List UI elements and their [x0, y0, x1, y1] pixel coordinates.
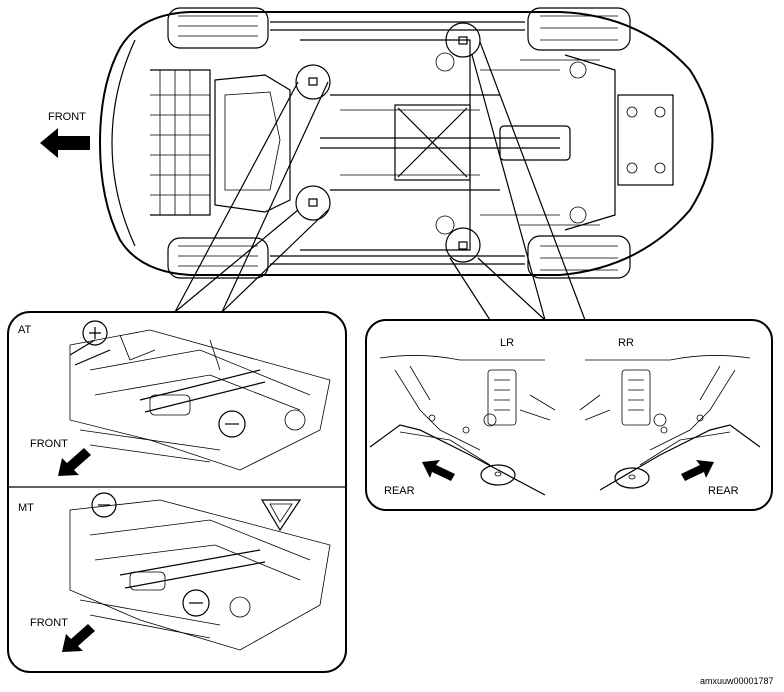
mt-front-label: FRONT [30, 617, 68, 629]
at-mt-panel: AT FRONT MT FRONT [7, 311, 347, 673]
left-arrow-icon [40, 128, 90, 158]
down-left-arrow-icon [62, 624, 95, 652]
lr-label: LR [500, 337, 514, 349]
up-right-arrow-icon [681, 460, 714, 481]
up-left-arrow-icon [422, 460, 455, 481]
vehicle-underbody [98, 7, 714, 279]
rr-label: RR [618, 337, 634, 349]
lr-rr-panel: LR REAR RR REAR [365, 319, 773, 511]
at-title: AT [18, 324, 32, 336]
leader-lines [174, 41, 586, 321]
mt-title: MT [18, 502, 34, 514]
lr-sketch: LR REAR [369, 337, 556, 497]
front-arrow-main: FRONT [40, 111, 90, 158]
rear-left-label: REAR [384, 485, 415, 497]
reference-code: amxuuw00001787 [700, 676, 774, 686]
rear-right-label: REAR [708, 485, 739, 497]
at-sketch: AT FRONT [18, 320, 331, 476]
front-label-main: FRONT [48, 111, 86, 123]
mt-sketch: MT FRONT [18, 492, 331, 652]
at-front-label: FRONT [30, 438, 68, 450]
rr-sketch: RR REAR [579, 337, 761, 497]
down-left-arrow-icon [58, 448, 91, 476]
